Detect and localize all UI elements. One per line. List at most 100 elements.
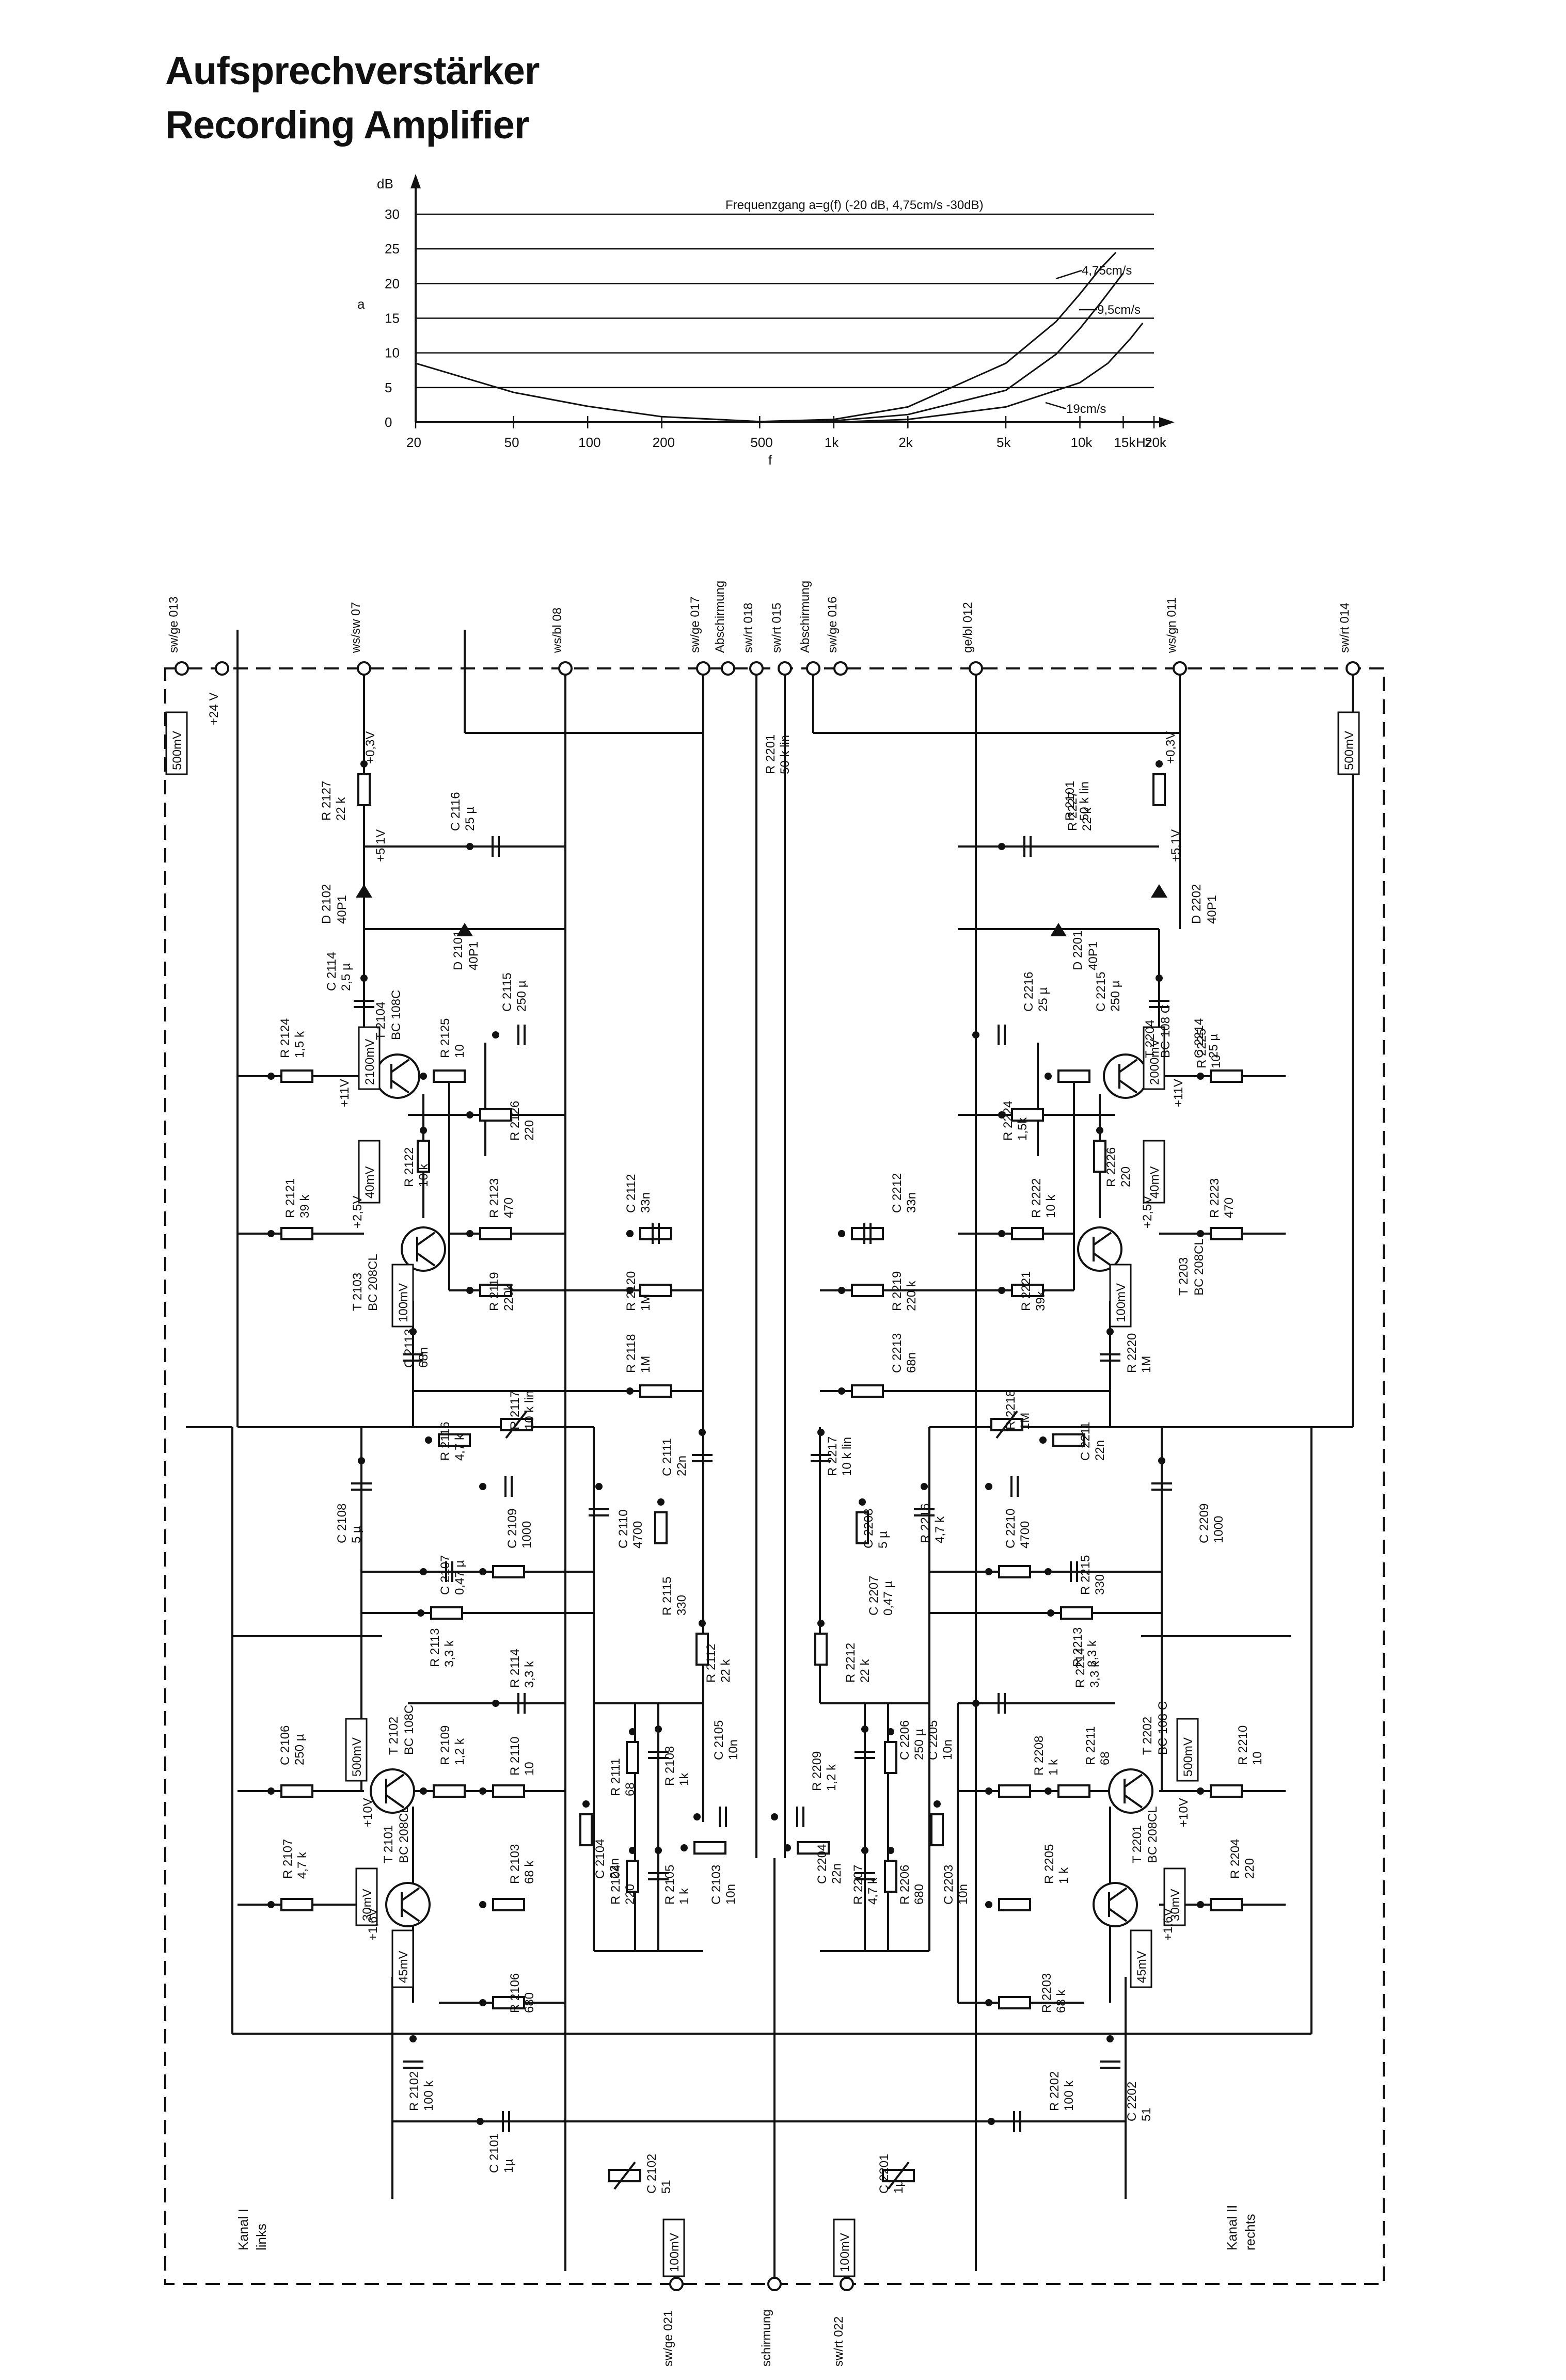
component-ref: R 2112 <box>704 1643 718 1683</box>
x-tick-label: 20 <box>406 435 421 450</box>
component-ref: R 2208 <box>1032 1736 1046 1776</box>
component-value: 10 <box>453 1044 467 1058</box>
transistor-collector <box>390 1059 410 1073</box>
component-ref: C 2206 <box>898 1720 912 1760</box>
transistor-body <box>1077 1226 1122 1272</box>
component-value: 1,5 k <box>293 1031 307 1058</box>
diode-symbol <box>1050 923 1067 936</box>
voltage-label: +11V <box>1172 1079 1185 1107</box>
component-value: 1,5k <box>1016 1117 1030 1141</box>
title-line-1: Aufsprechverstärker <box>165 49 540 93</box>
component-ref: R 2211 <box>1084 1726 1098 1765</box>
junction <box>595 1483 603 1490</box>
junction <box>626 1230 634 1237</box>
component-ref: C 2210 <box>1004 1509 1018 1548</box>
series-label: 4,75cm/s <box>1082 264 1132 278</box>
resistor <box>479 1227 512 1240</box>
junction <box>479 1901 486 1908</box>
component-ref: R 2117 <box>508 1391 522 1430</box>
resistor <box>1152 773 1166 806</box>
resistor <box>654 1511 668 1544</box>
component-value: 1M <box>639 1356 653 1373</box>
component-ref: R 2220 <box>1125 1333 1139 1373</box>
y-axis-arrow <box>410 174 421 188</box>
series-label: 9,5cm/s <box>1097 303 1141 317</box>
component-ref: C 2109 <box>505 1509 519 1548</box>
component-ref: R 2201 <box>764 734 778 774</box>
component-value: 250 µ <box>912 1729 926 1760</box>
signal-level-box <box>1176 1718 1199 1782</box>
pin-label: sw/ge 013 <box>167 597 181 653</box>
resistor <box>693 1841 726 1855</box>
resistor <box>1210 1227 1243 1240</box>
connector-pin <box>215 661 229 676</box>
component-value: 51 <box>1140 2107 1153 2121</box>
component-value: 1µ <box>892 2180 906 2194</box>
resistor <box>1011 1227 1044 1240</box>
component-value: 22 k <box>858 1659 872 1683</box>
potentiometer-wiper <box>995 1410 1018 1439</box>
series-line-3 <box>833 322 1144 423</box>
junction <box>771 1813 778 1820</box>
signal-level-box <box>391 1264 414 1328</box>
component-ref: R 2125 <box>438 1018 452 1058</box>
connector-pin <box>357 661 371 676</box>
x-axis-unit: Hz <box>1136 435 1152 450</box>
component-value: 4700 <box>631 1521 645 1548</box>
component-value: 1µ <box>502 2159 516 2173</box>
junction <box>985 1901 992 1908</box>
pin-label: ws/bl 08 <box>550 608 564 653</box>
resistor <box>1011 1108 1044 1122</box>
channel-right-side: rechts <box>1242 2214 1258 2250</box>
component-value: 680 <box>523 1992 536 2013</box>
resistor <box>479 1284 512 1297</box>
component-value: 1000 <box>520 1521 534 1548</box>
signal-level-box <box>1143 1140 1165 1204</box>
diode-value: 40P1 <box>335 895 349 924</box>
resistor <box>280 1069 313 1083</box>
component-ref: R 2210 <box>1236 1726 1250 1765</box>
component-value: 0,47 µ <box>453 1560 467 1595</box>
component-ref: R 2126 <box>508 1101 522 1141</box>
resistor <box>1057 1784 1090 1798</box>
signal-level-label: 500mV <box>1342 731 1356 770</box>
resistor <box>492 1784 525 1798</box>
component-value: 25 µ <box>463 807 477 831</box>
signal-level-label: 100mV <box>1114 1283 1128 1322</box>
component-value: 1M <box>639 1294 653 1311</box>
component-ref: C 2216 <box>1022 972 1036 1012</box>
signal-level-box <box>358 1026 381 1090</box>
transistor-ref: T 2203 <box>1177 1257 1191 1296</box>
potentiometer-wiper <box>613 2161 636 2190</box>
junction <box>985 1483 992 1490</box>
signal-level-label: 30mV <box>1168 1889 1182 1921</box>
component-value: 1,2 k <box>825 1764 839 1791</box>
component-ref: R 2225 <box>1195 1029 1209 1068</box>
component-value: 5 µ <box>876 1531 890 1548</box>
component-ref: R 2119 <box>487 1272 501 1311</box>
component-ref: R 2116 <box>438 1421 452 1461</box>
component-value: 220 <box>1243 1858 1257 1879</box>
component-ref: R 2205 <box>1042 1844 1056 1884</box>
resistor <box>280 1784 313 1798</box>
component-ref: C 2201 <box>877 2154 891 2194</box>
component-ref: C 2105 <box>712 1720 726 1760</box>
transistor-type: BC 108 C <box>1159 1004 1173 1058</box>
component-value: 330 <box>1093 1574 1107 1595</box>
pin-label: sw/ge 021 <box>661 2310 675 2367</box>
connector-pin <box>840 2277 854 2291</box>
transistor-collector <box>1118 1059 1138 1073</box>
component-ref: R 2118 <box>624 1334 638 1373</box>
component-value: 4,7 k <box>453 1433 467 1461</box>
resistor <box>438 1433 471 1447</box>
junction <box>409 2035 417 2042</box>
component-value: 22 k <box>1080 807 1094 831</box>
component-value: 22 k <box>719 1659 733 1683</box>
component-value: 68 k <box>523 1860 536 1884</box>
transistor-type: BC 208CL <box>397 1806 411 1863</box>
x-tick-label: 50 <box>504 435 519 450</box>
component-ref: R 2115 <box>660 1576 674 1616</box>
component-ref: C 2205 <box>926 1720 940 1760</box>
